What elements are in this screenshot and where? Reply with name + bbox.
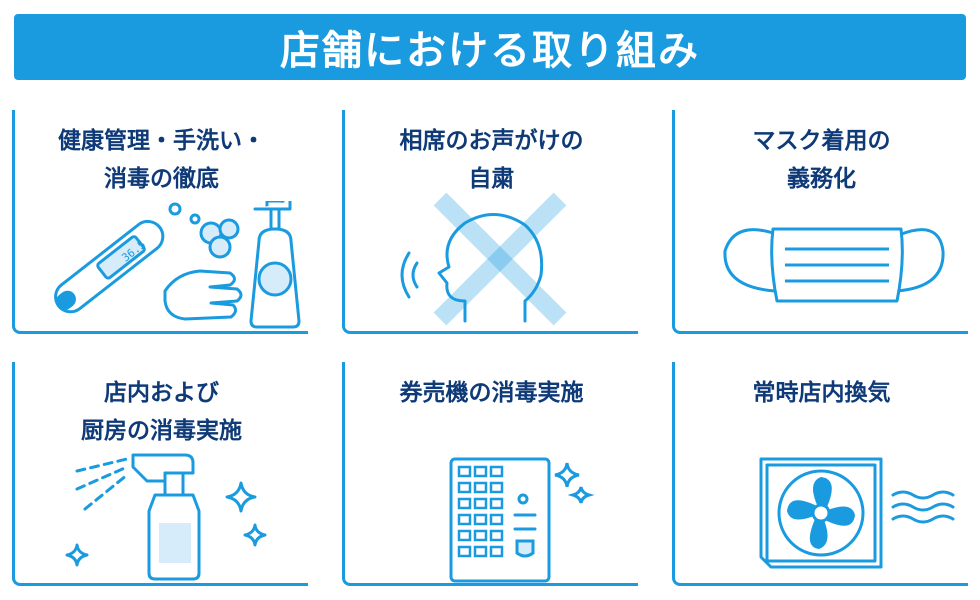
card-store-kitchen-disinfection: 店内および 厨房の消毒実施	[12, 362, 308, 586]
ticket-button	[473, 465, 488, 478]
card-health-handwash: 健康管理・手洗い・ 消毒の徹底 36.5	[12, 110, 308, 334]
ticket-button	[457, 513, 472, 526]
card-label: 店内および 厨房の消毒実施	[81, 380, 242, 444]
ticket-button	[489, 465, 504, 478]
card-label: 券売機の消毒実施	[399, 380, 584, 406]
ticket-button	[457, 497, 472, 510]
ticket-button	[457, 529, 472, 542]
ticket-button	[473, 513, 488, 526]
card-ventilation: 常時店内換気	[672, 362, 968, 586]
face-mask-icon	[723, 227, 945, 303]
ticket-button	[489, 481, 504, 494]
card-label: 常時店内換気	[752, 380, 891, 406]
ticket-button	[489, 513, 504, 526]
ticket-button	[457, 481, 472, 494]
page-title: 店舗における取り組み	[280, 28, 700, 74]
card-no-shared-seating: 相席のお声がけの 自粛	[342, 110, 638, 334]
ventilation-fan-icon	[759, 457, 955, 569]
ticket-button	[473, 497, 488, 510]
ticket-machine-icon	[449, 457, 595, 583]
no-talking-icon	[400, 192, 567, 326]
ticket-button	[457, 465, 472, 478]
ticket-button	[473, 545, 488, 558]
ticket-button	[489, 545, 504, 558]
card-label: 健康管理・手洗い・ 消毒の徹底	[58, 128, 265, 192]
ticket-button	[473, 529, 488, 542]
ticket-button	[457, 545, 472, 558]
title-banner: 店舗における取り組み	[14, 14, 966, 80]
thermometer-handwash-icon: 36.5	[54, 201, 301, 329]
ticket-button	[489, 497, 504, 510]
card-label: マスク着用の 義務化	[752, 128, 891, 192]
ticket-button	[489, 529, 504, 542]
spray-bottle-icon	[65, 453, 267, 581]
card-ticket-machine-disinfection: 券売機の消毒実施	[342, 362, 638, 586]
card-mask-required: マスク着用の 義務化	[672, 110, 968, 334]
ticket-button	[473, 481, 488, 494]
card-label: 相席のお声がけの 自粛	[399, 128, 584, 192]
